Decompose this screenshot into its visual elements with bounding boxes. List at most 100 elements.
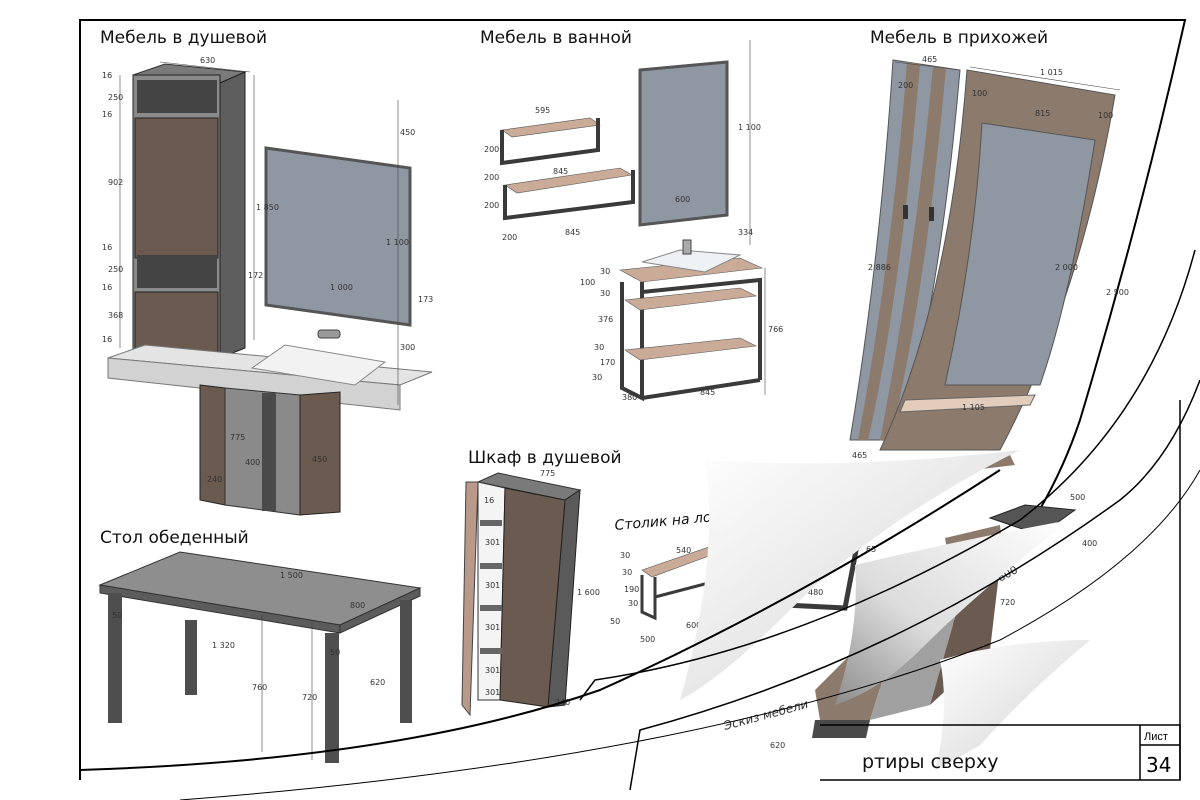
- coat-rack-strip: [858, 62, 920, 440]
- dimension-label: 902: [108, 178, 123, 187]
- dimension-label: 775: [540, 469, 555, 478]
- dimension-label: 368: [108, 311, 123, 320]
- dimension-label: 300: [400, 343, 415, 352]
- dimension-label: 450: [312, 455, 327, 464]
- vanity-shelf: [624, 287, 758, 311]
- hook-icon: [929, 207, 934, 221]
- cabinet-niche: [137, 255, 217, 288]
- hallway-mirror: [944, 122, 1096, 386]
- dimension-label: 376: [598, 315, 613, 324]
- section-title: Мебель в ванной: [480, 28, 632, 48]
- table-top-edge: [339, 587, 421, 634]
- lower-cabinet-slot: [262, 393, 276, 511]
- cabinet-door-upper: [134, 117, 219, 259]
- drawing-caption: ртиры сверху: [862, 751, 998, 773]
- dimension-label: 30: [628, 599, 638, 608]
- dimension-label: 1 850: [256, 203, 279, 212]
- wardrobe-shelf: [480, 648, 502, 654]
- coat-rack-strip: [880, 66, 946, 440]
- bench-frame: [640, 575, 657, 621]
- dimension-label: 200: [898, 81, 913, 90]
- vanity-sink: [641, 249, 742, 273]
- section-title: Мебель в душевой: [100, 28, 267, 48]
- dimension-label: 100: [1098, 111, 1113, 120]
- shelf-board: [501, 117, 601, 138]
- sketch-title: Эскиз мебели: [721, 697, 810, 733]
- dimension-label: 400: [1082, 539, 1097, 548]
- dimension-label: 760: [252, 683, 267, 692]
- dimension-label: 2 000: [1055, 263, 1078, 272]
- hallway-furniture-drawing: Мебель в прихожей 465 1 015 100 200 815 …: [849, 28, 1129, 460]
- section-title: Мебель в прихожей: [870, 28, 1048, 48]
- dimension-label: 480: [808, 588, 823, 597]
- bathroom-furniture-drawing: Мебель в ванной 595 200 200 200 845 845 …: [480, 28, 783, 402]
- dimension-label: 400: [245, 458, 260, 467]
- hook-icon: [903, 205, 908, 219]
- dimension-label: 301: [485, 688, 500, 697]
- dimension-label: 301: [485, 666, 500, 675]
- dimension-label: 540: [676, 546, 691, 555]
- dimension-label: 16: [102, 243, 112, 252]
- dimension-label: 1 100: [738, 123, 761, 132]
- dimension-label: 30: [592, 373, 602, 382]
- wardrobe-shelf: [480, 520, 502, 526]
- faucet-icon: [682, 239, 692, 255]
- dimension-label: 200: [484, 173, 499, 182]
- dimension-label: 172: [248, 271, 263, 280]
- dimension-label: 100: [972, 89, 987, 98]
- dimension-label: 620: [770, 741, 785, 750]
- dimension-label: 16: [102, 283, 112, 292]
- shelf-board: [504, 167, 633, 194]
- dimension-label: 720: [1000, 598, 1015, 607]
- section-title: Стол обеденный: [100, 528, 249, 548]
- dimension-label: 1 320: [212, 641, 235, 650]
- dimension-label: 845: [700, 388, 715, 397]
- table-leg: [108, 593, 122, 723]
- page-curl-effect: [79, 249, 1200, 800]
- dimension-label: 16: [102, 71, 112, 80]
- dimension-label: 100: [580, 278, 595, 287]
- dimension-label: 30: [600, 289, 610, 298]
- overlay-dimension-labels: 65 400: [866, 539, 1097, 554]
- table-leg: [185, 620, 197, 695]
- vanity-shelf: [624, 337, 758, 361]
- small-shelf-frame: [500, 118, 600, 166]
- dimension-label: 620: [370, 678, 385, 687]
- dimension-label: 30: [622, 568, 632, 577]
- dimension-label: 380: [622, 393, 637, 402]
- lower-cabinet-door: [299, 391, 341, 516]
- dimension-label: 65: [866, 545, 876, 554]
- wardrobe-shelf: [480, 605, 502, 611]
- faucet-icon: [317, 329, 341, 339]
- dimension-label: 845: [565, 228, 580, 237]
- dimension-label: 465: [852, 451, 867, 460]
- cabinet-side: [219, 71, 246, 359]
- dimension-label: 1 015: [1040, 68, 1063, 77]
- dimension-label: 600: [675, 195, 690, 204]
- dimension-label: 30: [620, 551, 630, 560]
- dimension-label: 301: [485, 623, 500, 632]
- dimension-label: 1 000: [330, 283, 353, 292]
- lower-cabinet-door: [199, 384, 226, 506]
- cabinet-niche: [137, 80, 217, 113]
- dimension-label: 190: [624, 585, 639, 594]
- table-leg: [400, 600, 412, 723]
- dimension-label: 250: [108, 93, 123, 102]
- dimension-label: 50: [610, 617, 620, 626]
- sheet-label: Лист: [1144, 731, 1168, 743]
- dimension-label: 766: [768, 325, 783, 334]
- sheet-number: 34: [1146, 753, 1171, 777]
- dimension-label: 301: [485, 581, 500, 590]
- dimension-label: 50: [112, 611, 122, 620]
- shower-furniture-drawing: Мебель в душевой 630 16 250 16 902 16 25…: [100, 28, 433, 516]
- dimension-label: 800: [350, 601, 365, 610]
- dimension-label: 30: [594, 343, 604, 352]
- dimension-label: 1 500: [280, 571, 303, 580]
- dimension-label: 50: [330, 648, 340, 657]
- dimension-label: 1 100: [386, 238, 409, 247]
- dimension-label: 595: [535, 106, 550, 115]
- vanity-frame-right: [641, 277, 762, 380]
- dimension-label: 301: [485, 538, 500, 547]
